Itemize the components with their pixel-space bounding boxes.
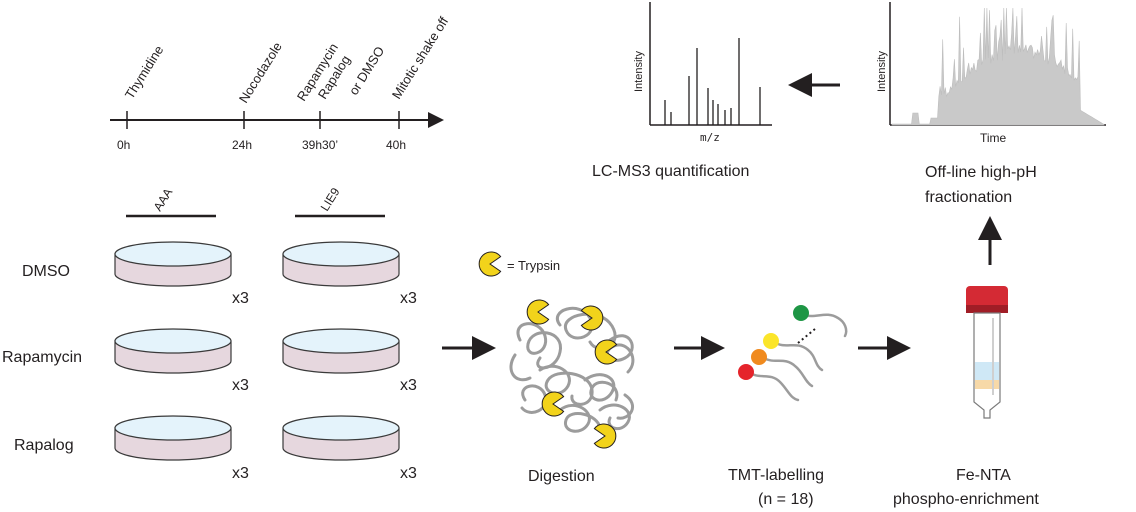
spectrum-y-label: Intensity — [633, 51, 645, 92]
replicate-label: x3 — [232, 465, 249, 482]
chromatogram-plot: Intensity Time Off-line high-pH fraction… — [876, 2, 1106, 206]
replicate-label: x3 — [400, 465, 417, 482]
petri-dish — [282, 328, 400, 374]
tmt-labelling-illustration: TMT-labelling (n = 18) — [728, 305, 848, 508]
tmt-tag-green — [793, 305, 809, 321]
digestion-illustration: Digestion — [509, 299, 635, 485]
petri-dish — [282, 241, 400, 287]
petri-dish — [282, 415, 400, 461]
tick-label-39h30: 39h30’ — [302, 138, 338, 152]
replicate-labels: x3 x3 x3 x3 x3 x3 — [232, 290, 417, 482]
column-solution — [975, 362, 999, 380]
arrow-dishes-to-digestion — [442, 336, 496, 360]
spectrum-x-label: m/z — [700, 131, 720, 144]
trypsin-enzyme-icon — [526, 299, 550, 325]
flow-arrows — [442, 73, 1002, 360]
cell-line-headers: AAA LIE9 — [126, 185, 385, 218]
replicate-label: x3 — [232, 377, 249, 394]
trypsin-legend-label: = Trypsin — [507, 258, 560, 273]
row-label-dmso: DMSO — [22, 263, 70, 280]
chromatogram-x-label: Time — [980, 131, 1007, 145]
tmt-ellipsis — [797, 328, 816, 344]
chromatogram-trace — [891, 7, 1105, 126]
step-label-lcms: LC-MS3 quantification — [592, 163, 749, 180]
tick-label-40h: 40h — [386, 138, 406, 152]
petri-dish — [114, 415, 232, 461]
trypsin-legend: = Trypsin — [478, 251, 560, 277]
row-label-rapamycin: Rapamycin — [2, 349, 82, 366]
step-label-tmt-n: (n = 18) — [758, 491, 814, 508]
tangled-peptides — [509, 306, 635, 433]
arrow-tmt-to-fe-nta — [858, 336, 911, 360]
replicate-label: x3 — [400, 290, 417, 307]
trypsin-icon — [478, 251, 502, 277]
arrow-fe-nta-to-fractionation — [978, 216, 1002, 265]
trypsin-enzyme-icon — [594, 339, 618, 365]
step-label-digestion: Digestion — [528, 468, 595, 485]
step-label-fractionation-2: fractionation — [925, 189, 1012, 206]
column-cap-rim — [966, 305, 1008, 313]
event-nocodazole: Nocodazole — [236, 39, 285, 105]
trypsin-enzyme-icon — [580, 305, 604, 331]
column-resin — [975, 380, 999, 389]
event-mitotic-shake-off: Mitotic shake off — [389, 14, 452, 102]
event-thymidine: Thymidine — [122, 43, 166, 102]
treatment-labels: DMSO Rapamycin Rapalog — [2, 263, 82, 454]
event-or-dmso: or DMSO — [346, 44, 387, 98]
petri-dish-grid — [114, 241, 400, 461]
tmt-tag-yellow — [763, 333, 779, 349]
tick-label-24h: 24h — [232, 138, 252, 152]
replicate-label: x3 — [232, 290, 249, 307]
lie9-label: LIE9 — [318, 185, 343, 214]
mass-spectrum-plot: Intensity m/z LC-MS3 quantification — [592, 2, 772, 180]
step-label-phospho-enrichment: phospho-enrichment — [893, 491, 1039, 508]
row-label-rapalog: Rapalog — [14, 437, 74, 454]
step-label-fe-nta: Fe-NTA — [956, 467, 1011, 484]
arrow-digestion-to-tmt — [674, 336, 725, 360]
replicate-label: x3 — [400, 377, 417, 394]
fe-nta-column: Fe-NTA phospho-enrichment — [893, 286, 1039, 508]
trypsin-enzyme-icon — [593, 423, 617, 449]
step-label-tmt: TMT-labelling — [728, 467, 824, 484]
chromatogram-y-label: Intensity — [876, 51, 888, 92]
tick-label-0h: 0h — [117, 138, 130, 152]
petri-dish — [114, 328, 232, 374]
petri-dish — [114, 241, 232, 287]
step-label-fractionation: Off-line high-pH — [925, 164, 1037, 181]
aaa-label: AAA — [151, 186, 176, 214]
timeline: 0h 24h 39h30’ 40h Thymidine Nocodazole R… — [110, 14, 451, 152]
trypsin-enzyme-icon — [541, 391, 565, 417]
tmt-tag-orange — [751, 349, 767, 365]
arrow-fractionation-to-lcms — [788, 73, 840, 97]
timeline-arrowhead — [428, 112, 444, 128]
spectrum-peaks — [664, 38, 761, 125]
tmt-tag-red — [738, 364, 754, 380]
